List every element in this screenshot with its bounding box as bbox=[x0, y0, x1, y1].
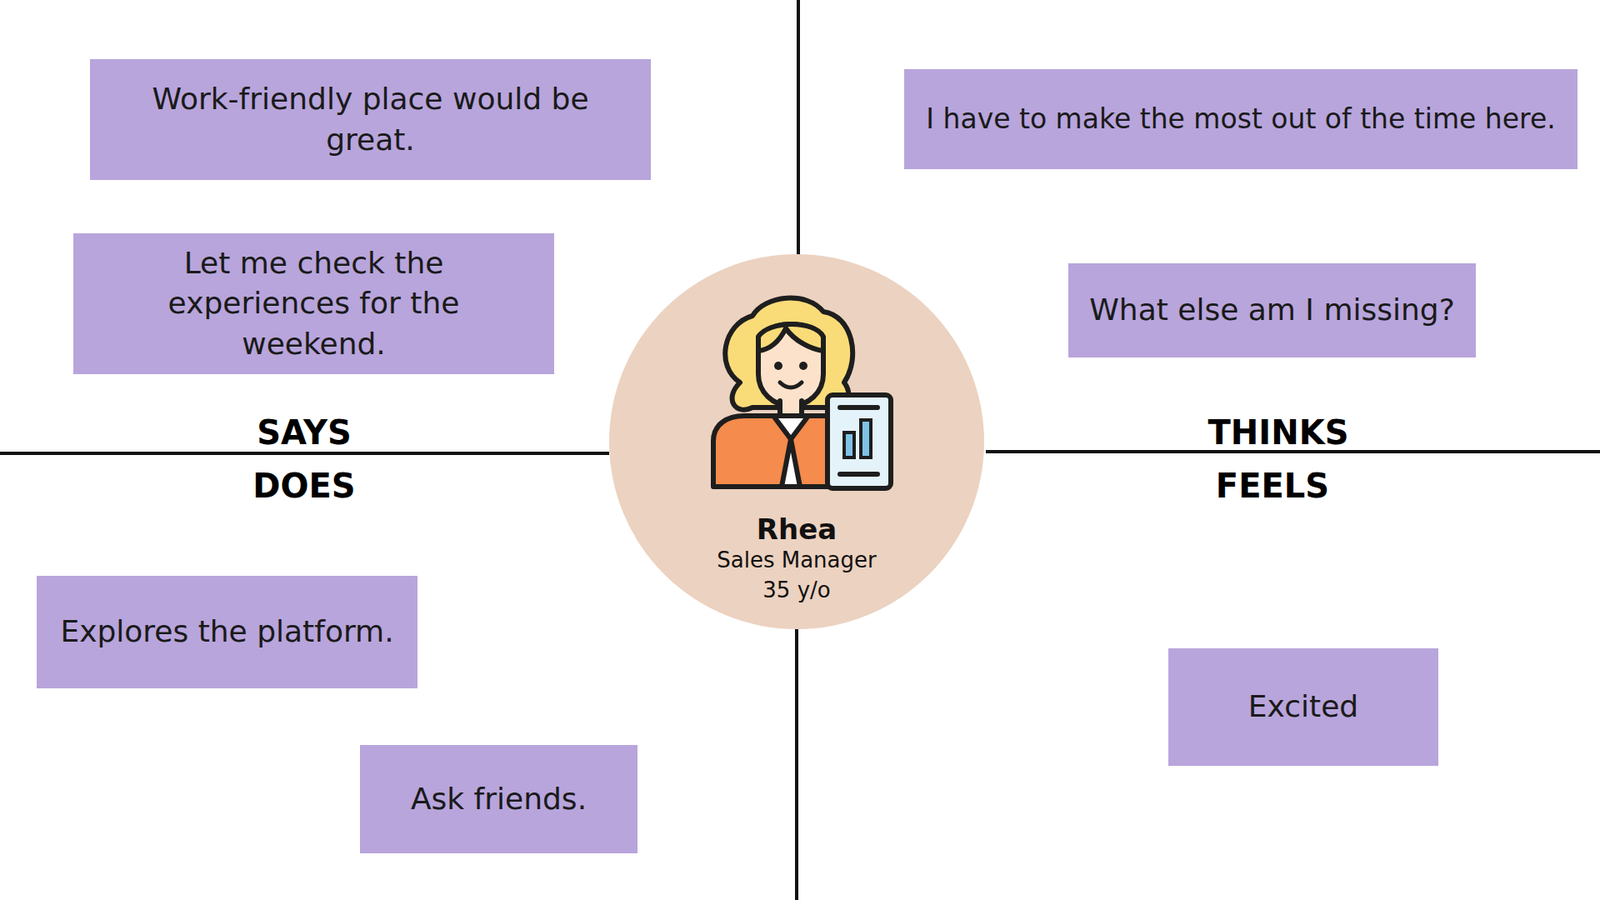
note-text: What else am I missing? bbox=[1089, 290, 1455, 331]
quadrant-label: DOES bbox=[252, 466, 355, 505]
persona-role: Sales Manager bbox=[609, 547, 985, 573]
avatar-illustration bbox=[713, 298, 891, 489]
quadrant-label: SAYS bbox=[256, 413, 352, 452]
note-text: Explores the platform. bbox=[60, 611, 394, 653]
sticky-note: Excited bbox=[1168, 648, 1439, 766]
axis-line bbox=[795, 624, 799, 900]
note-text: I have to make the most out of the time … bbox=[925, 100, 1555, 139]
quadrant-label: FEELS bbox=[1215, 466, 1330, 505]
persona-age: 35 y/o bbox=[609, 577, 985, 603]
note-text: Let me check the experiences for the wee… bbox=[93, 243, 535, 365]
persona-name: Rhea bbox=[609, 512, 985, 546]
persona-circle: RheaSales Manager 35 y/o bbox=[609, 254, 985, 630]
note-text: Excited bbox=[1248, 686, 1359, 728]
axis-line bbox=[796, 0, 800, 260]
quadrant-label: THINKS bbox=[1208, 413, 1350, 452]
sticky-note: I have to make the most out of the time … bbox=[904, 69, 1578, 170]
sticky-note: Explores the platform. bbox=[36, 575, 418, 689]
axis-line bbox=[0, 451, 610, 455]
circle-shape bbox=[609, 254, 985, 630]
sticky-note: What else am I missing? bbox=[1068, 263, 1476, 358]
sticky-note: Let me check the experiences for the wee… bbox=[73, 233, 555, 375]
sticky-note: Ask friends. bbox=[360, 745, 638, 854]
sticky-note: Work-friendly place would be great. bbox=[90, 59, 651, 180]
note-text: Ask friends. bbox=[410, 779, 587, 820]
note-text: Work-friendly place would be great. bbox=[110, 79, 631, 160]
